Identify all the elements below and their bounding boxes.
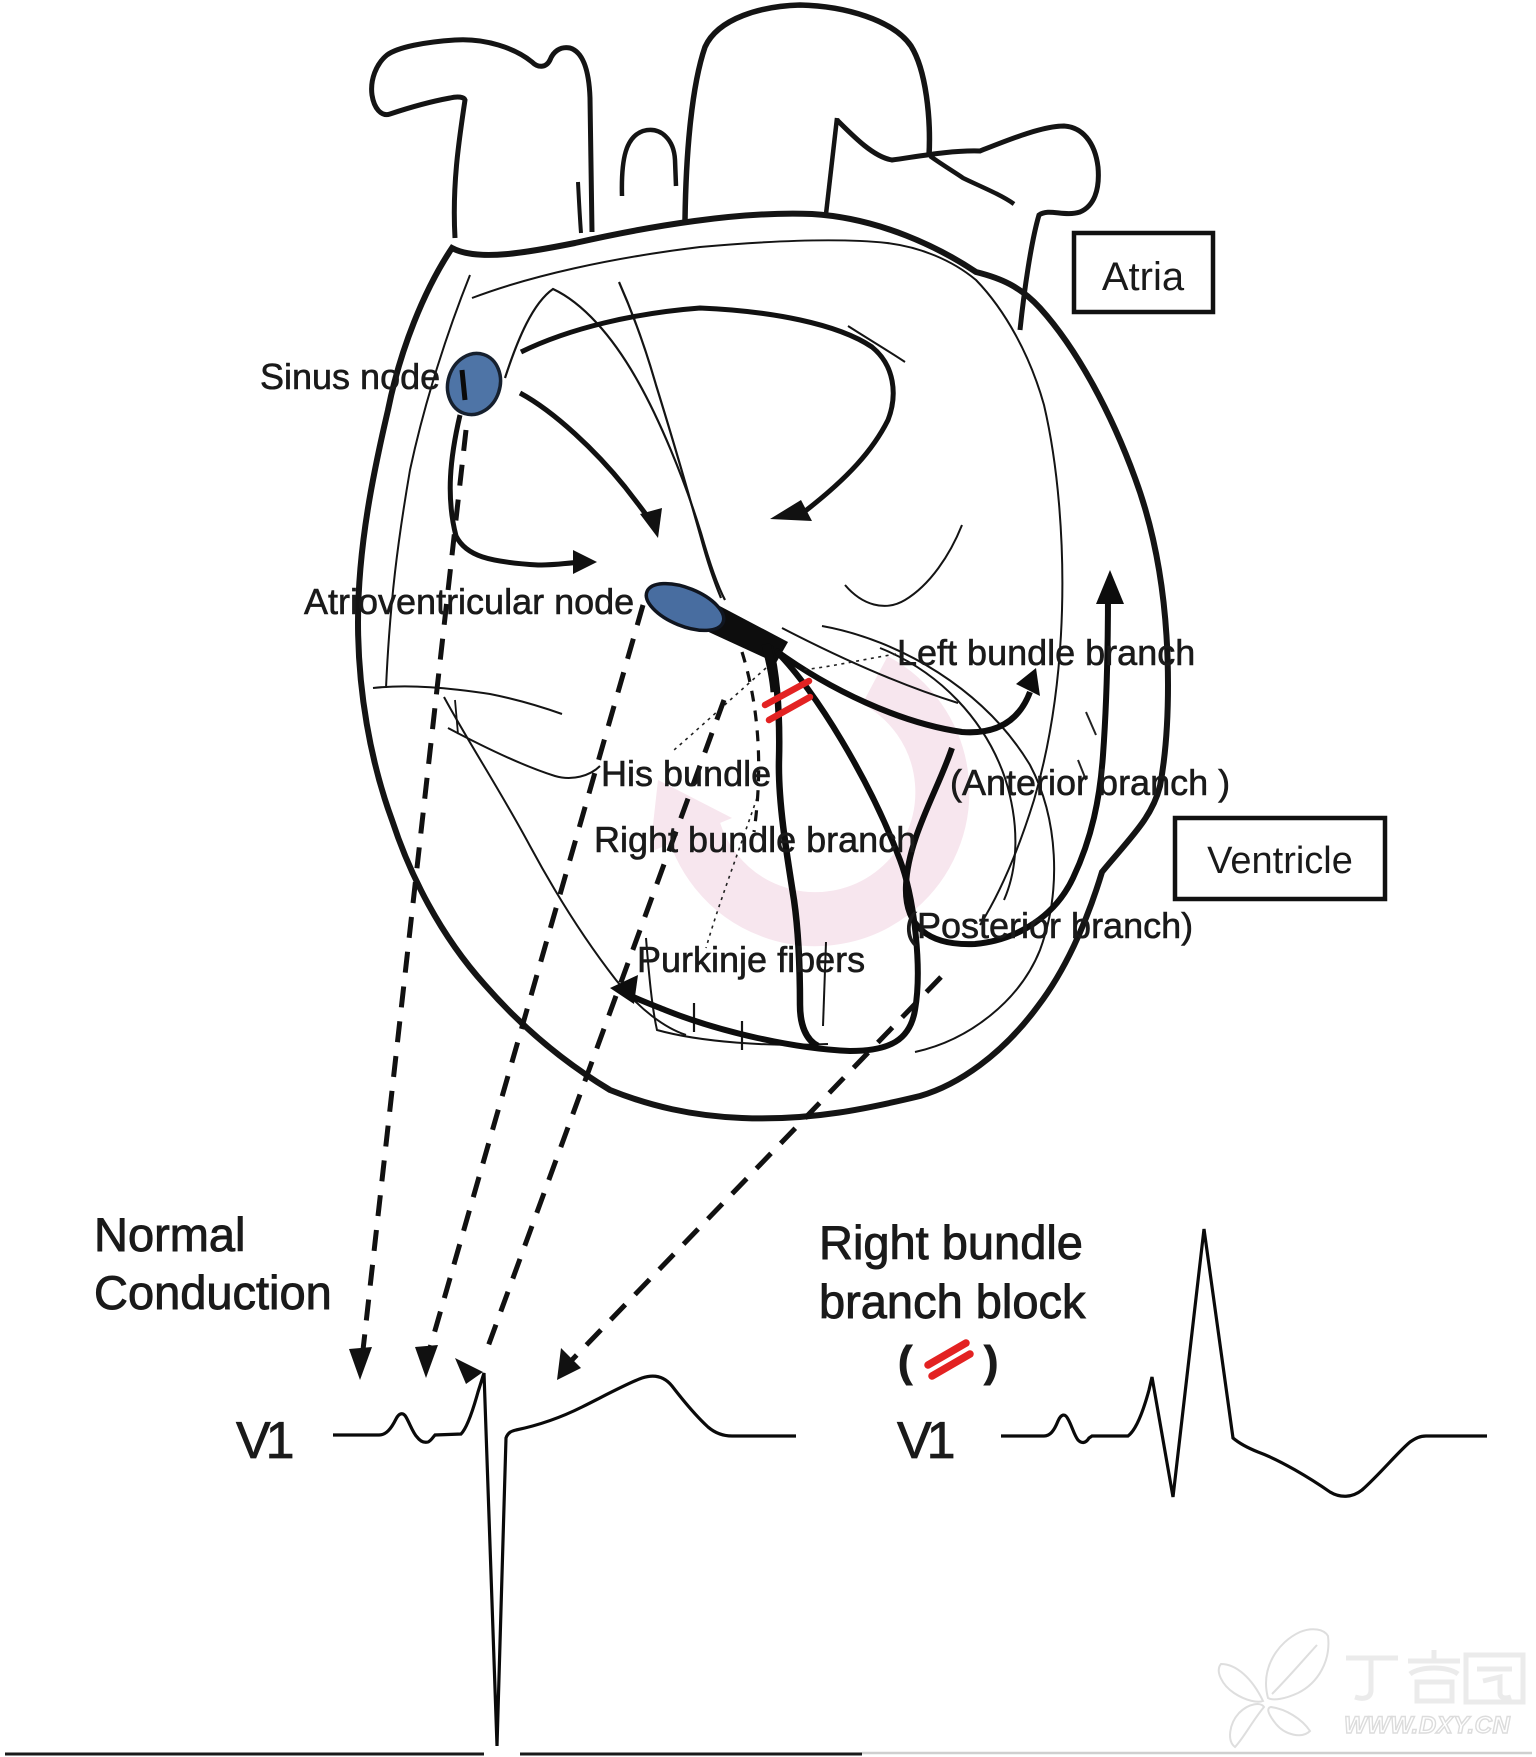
- svg-text:Normal: Normal: [94, 1208, 245, 1261]
- svg-text:Left bundle branch: Left bundle branch: [897, 632, 1195, 673]
- svg-text:WWW.DXY.CN: WWW.DXY.CN: [1344, 1712, 1510, 1739]
- svg-text:(Anterior branch ): (Anterior branch ): [950, 762, 1230, 803]
- svg-text:Conduction: Conduction: [94, 1266, 332, 1319]
- svg-text:): ): [984, 1338, 998, 1386]
- svg-text:Atria: Atria: [1102, 255, 1185, 299]
- svg-text:Sinus node: Sinus node: [260, 356, 440, 397]
- svg-text:branch block: branch block: [819, 1275, 1086, 1328]
- svg-text:Atrioventricular node: Atrioventricular node: [304, 581, 634, 622]
- svg-text:(: (: [898, 1338, 913, 1386]
- svg-text:Purkinje fibers: Purkinje fibers: [637, 939, 865, 980]
- svg-text:Right bundle branch: Right bundle branch: [594, 819, 916, 860]
- svg-text:Ventricle: Ventricle: [1207, 840, 1353, 882]
- svg-text:V1: V1: [236, 1412, 293, 1470]
- svg-text:V1: V1: [897, 1412, 954, 1470]
- svg-text:His bundle: His bundle: [601, 753, 771, 794]
- svg-text:Right bundle: Right bundle: [819, 1216, 1083, 1269]
- svg-text:(Posterior branch): (Posterior branch): [905, 905, 1193, 946]
